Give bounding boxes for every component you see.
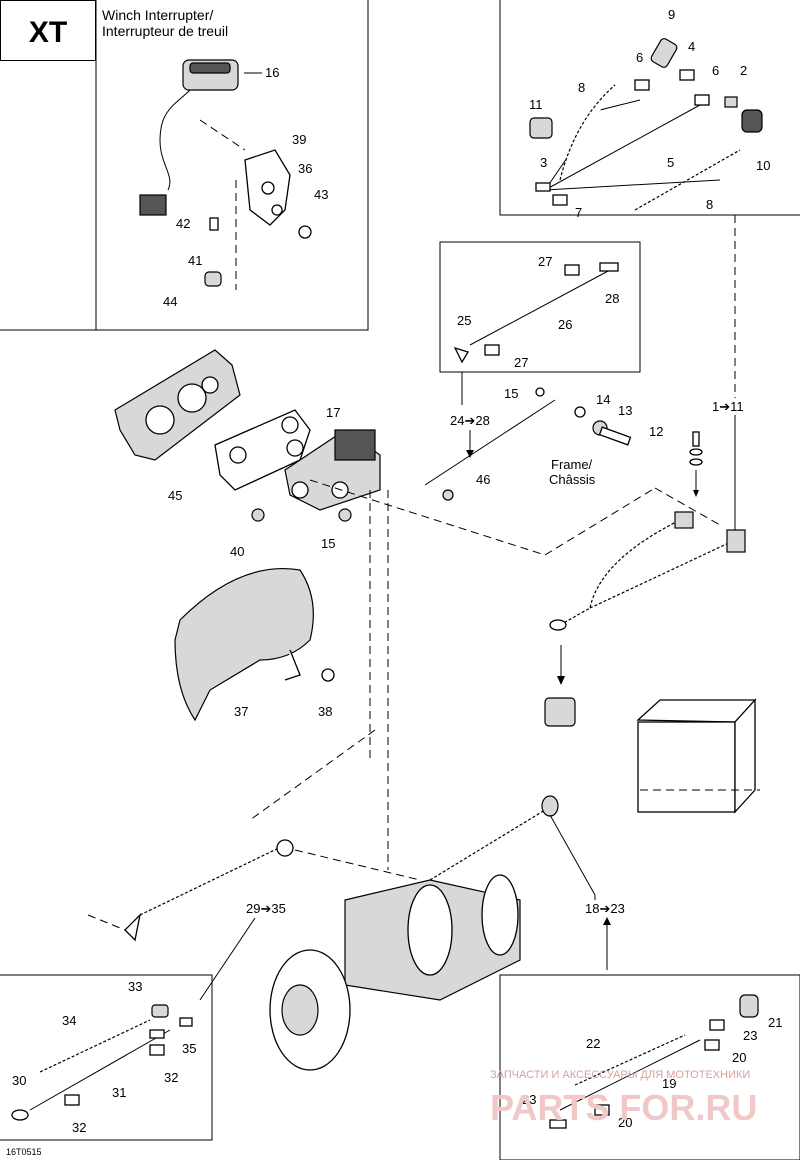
callout-33: 33	[128, 979, 142, 994]
terminal-nut	[544, 697, 576, 727]
callout-13: 13	[618, 403, 632, 418]
winch-motor	[269, 874, 521, 1071]
frame-label-line2: Châssis	[549, 472, 596, 487]
box-title-line2: Interrupteur de treuil	[102, 23, 228, 39]
heat-shield	[174, 568, 376, 821]
solenoid-17	[284, 429, 381, 511]
callout-41: 41	[188, 253, 202, 268]
callout-20a: 20	[732, 1050, 746, 1065]
callout-32b: 32	[72, 1120, 86, 1135]
callout-19: 19	[662, 1076, 676, 1091]
callout-21: 21	[768, 1015, 782, 1030]
harness-18-23	[549, 994, 759, 1129]
battery[interactable]	[636, 698, 760, 814]
callout-10: 10	[756, 158, 770, 173]
callout-5: 5	[667, 155, 674, 170]
ref-group-29-35: 29➔35	[246, 901, 286, 916]
callout-22: 22	[586, 1036, 600, 1051]
mount-bracket	[244, 149, 291, 226]
cable-12-16	[424, 387, 632, 501]
callout-8a: 8	[578, 80, 585, 95]
callout-23a: 23	[743, 1028, 757, 1043]
callout-26: 26	[558, 317, 572, 332]
callouts: 2 3 4 5 6 6 7 8 8 9 10 11 12 13 14 15 15…	[12, 7, 782, 1135]
callout-15b: 15	[321, 536, 335, 551]
ref-group-18-23: 18➔23	[585, 901, 625, 916]
callout-27b: 27	[514, 355, 528, 370]
battery-harness	[549, 415, 746, 685]
callout-2: 2	[740, 63, 747, 78]
callout-4: 4	[688, 39, 695, 54]
harness-29-35	[11, 1004, 193, 1121]
callout-45: 45	[168, 488, 182, 503]
callout-27a: 27	[538, 254, 552, 269]
callout-28: 28	[605, 291, 619, 306]
callout-44: 44	[163, 294, 177, 309]
nut-15	[338, 508, 352, 522]
mounting-plate	[114, 349, 241, 461]
callout-34: 34	[62, 1013, 76, 1028]
callout-11: 11	[529, 97, 543, 112]
callout-38: 38	[318, 704, 332, 719]
callout-31: 31	[112, 1085, 126, 1100]
callout-15a: 15	[504, 386, 518, 401]
cable-18-23-main	[429, 795, 596, 896]
frame-label-line1: Frame/	[551, 457, 593, 472]
callout-43: 43	[314, 187, 328, 202]
callout-16: 16	[265, 65, 279, 80]
callout-20b: 20	[618, 1115, 632, 1130]
callout-6a: 6	[636, 50, 643, 65]
cable-29-35-main	[87, 839, 421, 942]
callout-3: 3	[540, 155, 547, 170]
callout-37: 37	[234, 704, 248, 719]
ref-group-24-28: 24➔28	[450, 413, 490, 428]
watermark-large: PARTS FOR.RU	[490, 1087, 757, 1128]
callout-30: 30	[12, 1073, 26, 1088]
callout-14: 14	[596, 392, 610, 407]
callout-40: 40	[230, 544, 244, 559]
callout-32a: 32	[164, 1070, 178, 1085]
callout-23b: 23	[522, 1092, 536, 1107]
dashed-leaders-mid	[309, 479, 721, 870]
callout-8b: 8	[706, 197, 713, 212]
callout-9: 9	[668, 7, 675, 22]
callout-6b: 6	[712, 63, 719, 78]
box-title-line1: Winch Interrupter/	[102, 7, 213, 23]
callout-7: 7	[575, 205, 582, 220]
callout-25: 25	[457, 313, 471, 328]
cable-24-28	[453, 262, 619, 364]
callout-39: 39	[292, 132, 306, 147]
callout-12: 12	[649, 424, 663, 439]
watermark-small: ЗАПЧАСТИ И АКСЕССУАРЫ ДЛЯ МОТОТЕХНИКИ	[490, 1069, 750, 1081]
callout-46: 46	[476, 472, 490, 487]
ref-group-1-11: 1➔11	[712, 399, 744, 414]
fasteners-interrupter	[204, 180, 312, 290]
nut-40	[251, 508, 265, 522]
callout-36: 36	[298, 161, 312, 176]
interrupter-switch	[139, 59, 246, 216]
harness-top-right	[529, 38, 763, 211]
callout-17: 17	[326, 405, 340, 420]
callout-35: 35	[182, 1041, 196, 1056]
callout-42: 42	[176, 216, 190, 231]
reference-arrows	[199, 215, 736, 1001]
drawing-code: 16T0515	[6, 1147, 42, 1157]
model-badge: XT	[29, 16, 67, 49]
